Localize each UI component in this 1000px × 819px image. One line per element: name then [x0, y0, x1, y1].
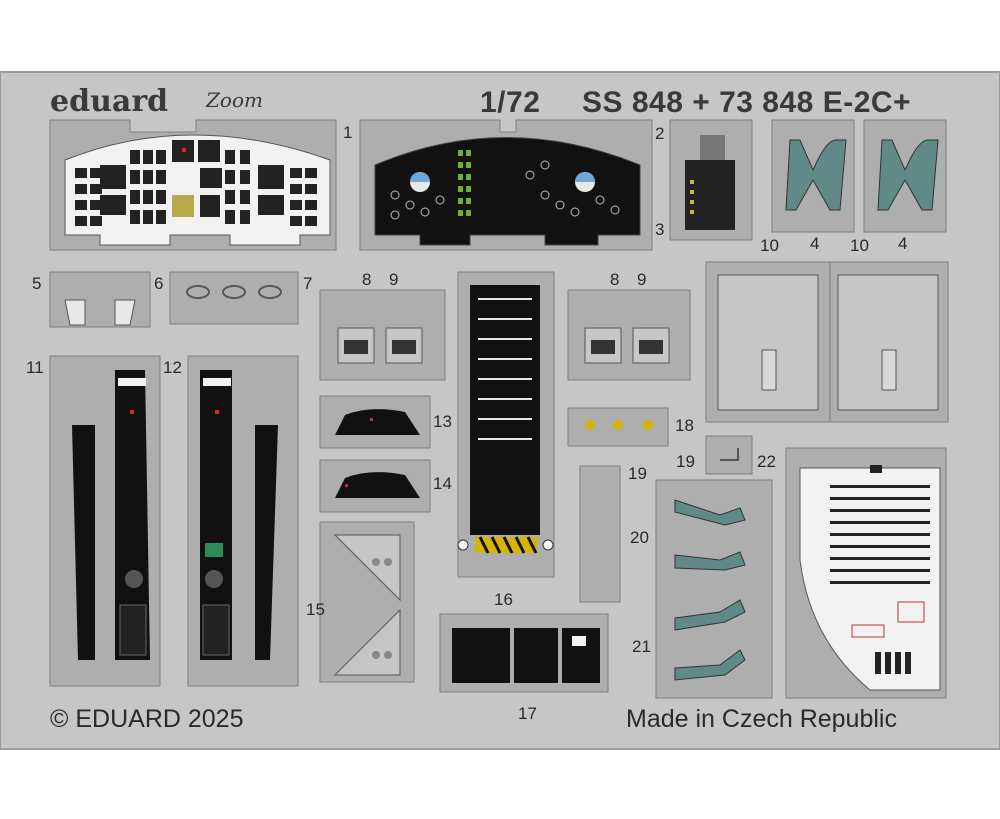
part-17-console	[439, 613, 609, 693]
part-number-13: 13	[433, 412, 452, 431]
product-code: SS 848 + 73 848 E-2C+	[582, 86, 912, 119]
copyright-text: © EDUARD 2025	[50, 705, 244, 733]
part-8-9-left	[319, 289, 446, 381]
part-number-22: 22	[757, 452, 776, 471]
part-number-14: 14	[433, 474, 452, 493]
part-number-16: 16	[494, 590, 513, 609]
part-2-3-console	[669, 119, 753, 241]
zoom-mark: Zoom	[206, 88, 263, 112]
part-4-10-seat-harness	[771, 119, 947, 233]
part-number-10a: 10	[760, 236, 779, 255]
part-19-clips	[579, 435, 753, 603]
part-1-instrument-panel	[49, 119, 337, 251]
part-8-9-right	[567, 289, 691, 381]
part-13-panel	[319, 395, 431, 449]
part-15-brackets	[319, 521, 415, 683]
part-number-5: 5	[32, 274, 42, 293]
part-number-18: 18	[675, 416, 694, 435]
part-number-12: 12	[163, 358, 182, 377]
part-number-21: 21	[632, 637, 651, 656]
part-11-side-console	[49, 355, 161, 687]
part-16-center-console	[457, 271, 555, 578]
part-22-white-panel	[785, 447, 947, 699]
part-number-8a: 8	[362, 270, 372, 289]
part-number-19a: 19	[628, 464, 647, 483]
part-number-2: 2	[655, 124, 665, 143]
part-18-yellow-knobs	[567, 407, 669, 447]
part-7-handles	[169, 271, 299, 325]
part-12-side-console	[187, 355, 299, 687]
part-number-20: 20	[630, 528, 649, 547]
part-5-6-brackets	[49, 271, 151, 328]
part-number-9b: 9	[637, 270, 647, 289]
part-14-panel	[319, 459, 431, 513]
part-number-1: 1	[343, 123, 353, 142]
part-number-19b: 19	[676, 452, 695, 471]
part-number-11: 11	[26, 358, 44, 377]
part-10-floor-panels	[705, 261, 949, 423]
origin-text: Made in Czech Republic	[626, 705, 897, 733]
brand-logo: eduard	[50, 84, 169, 119]
part-number-15: 15	[306, 600, 325, 619]
part-number-6: 6	[154, 274, 164, 293]
scale-label: 1/72	[480, 86, 541, 119]
part-number-9a: 9	[389, 270, 399, 289]
part-number-4a: 4	[810, 234, 820, 253]
part-number-17: 17	[518, 704, 537, 723]
part-number-3: 3	[655, 220, 665, 239]
part-number-4b: 4	[898, 234, 908, 253]
part-20-21-straps	[655, 479, 773, 699]
part-number-7: 7	[303, 274, 313, 293]
part-black-instrument-panel	[359, 119, 653, 251]
part-number-10b: 10	[850, 236, 869, 255]
part-number-8b: 8	[610, 270, 620, 289]
